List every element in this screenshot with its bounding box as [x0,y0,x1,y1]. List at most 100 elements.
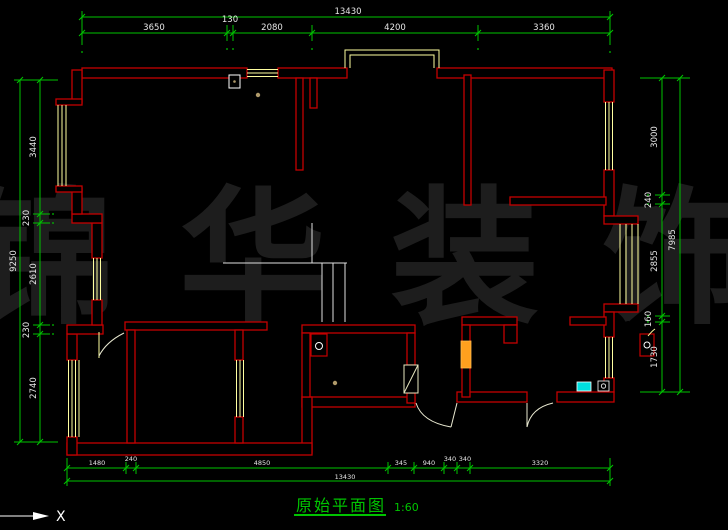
partition-v3 [126,329,136,444]
window-right-bay [619,224,639,304]
door-panel-bath [403,364,419,394]
partition-v5-b [234,416,244,444]
partition-step [503,324,518,344]
dimensions-right-labels: 7985 3000 240 2855 160 1730 [644,126,678,368]
dim-left-ticks [16,76,44,446]
ceiling-dot-2 [332,380,338,386]
partition-v1-stub [309,77,318,109]
dim-top-total-label: 13430 [334,7,361,17]
axis-indicator: X [0,509,66,525]
left-bay-cap-top [55,98,83,106]
dimensions-left-labels: 9250 3440 230 2610 230 2740 [9,136,39,399]
wall-left-lower-b [66,436,78,456]
dim-bottom-total-label: 13430 [335,473,356,481]
toilet-hook-right [647,328,656,337]
partition-h2b [301,324,416,334]
window-left-lower [68,360,80,437]
dim-left-seg-1: 230 [22,210,32,226]
dim-dot [647,203,649,205]
dim-left-seg-4: 2740 [29,377,39,399]
drain-box [597,380,610,392]
dim-left-total-label: 9250 [9,250,19,272]
wall-right-b [603,169,615,217]
door-arc-entry [415,402,458,428]
dim-dot [477,48,479,50]
wall-top-c [436,67,613,79]
dim-dot [647,194,649,196]
dim-right-seg-3: 160 [644,311,654,327]
caption: 原始平面图 1:60 [294,496,419,516]
dim-dot [232,48,234,50]
dim-left-seg-3: 230 [22,322,32,338]
dim-dot [81,51,83,53]
door-panel-diagonal [403,364,419,394]
window-right-lower [605,337,613,378]
dim-top-seg-3: 4200 [384,23,406,33]
toilet-bowl-bath [315,342,323,350]
windows [57,49,639,437]
dimensions-top [78,11,614,53]
wall-right-a [603,69,615,103]
partition-h2d [569,316,607,326]
dim-left-seg-2: 2610 [29,263,39,285]
dim-right-seg-1: 240 [644,192,654,208]
dim-dot [647,321,649,323]
dim-dot [52,324,54,326]
dim-right-seg-4: 1730 [650,346,660,368]
door-arc-bottom-right [526,402,554,428]
dim-right-seg-2: 2855 [650,250,660,272]
wall-bottom-right-b [556,391,615,403]
ceiling-dot-1 [255,92,261,98]
caption-underline [294,514,386,516]
bay-window-top-outer [344,49,440,68]
wall-left-jog2 [66,324,104,335]
dimensions-bottom [63,458,614,486]
wall-left-jog1 [71,213,103,224]
dim-dot [52,333,54,335]
partition-h2a [124,321,268,331]
bay-cap-top [603,215,639,225]
fixtures [228,74,656,392]
dim-bottom-seg-2: 4850 [254,459,271,467]
bay-window-top-inner [349,54,435,68]
dim-dot [647,315,649,317]
dim-dot [52,213,54,215]
sink-cyan [576,381,592,392]
dim-top-seg-2: 2080 [261,23,283,33]
watermark-text: 锦 华 装 饰 [0,173,728,345]
dim-bottom-seg-7: 3320 [532,459,549,467]
door-arc-left-room [98,332,125,357]
dimensions-right [640,74,690,396]
partition-v5-a [234,329,244,361]
toilet-box-bath [310,333,328,357]
door-column-orange [460,340,472,369]
partition-h1 [509,196,607,206]
wall-top-a [81,67,248,79]
toilet-box-right [639,333,655,357]
dim-bottom-seg-6: 340 [459,455,471,463]
wall-left-lower-a [66,333,78,361]
axis-arrowhead [33,512,49,520]
wall-bottom-left [66,442,313,456]
dim-right-ticks [658,74,684,396]
stair-lines [223,223,347,322]
dim-left-seg-0: 3440 [29,136,39,158]
dim-bottom-seg-4: 940 [423,459,435,467]
dim-top-ticks [78,13,614,37]
bath-left-wall [301,332,311,398]
dimensions-left [14,76,58,446]
dim-bottom-extensions [66,458,611,486]
dim-bottom-seg-0: 1480 [89,459,106,467]
bath-right-wall-b [406,392,416,404]
window-right-upper [605,102,613,170]
dim-bottom-seg-5: 340 [444,455,456,463]
dimensions-top-labels: 13430 3650 130 2080 4200 3360 [143,7,555,33]
caption-scale: 1:60 [394,501,419,514]
axis-label: X [56,509,66,525]
dim-dot [609,51,611,53]
dim-left-extensions [14,79,58,443]
window-left-mid [93,258,101,300]
window-left-bay [57,105,67,186]
